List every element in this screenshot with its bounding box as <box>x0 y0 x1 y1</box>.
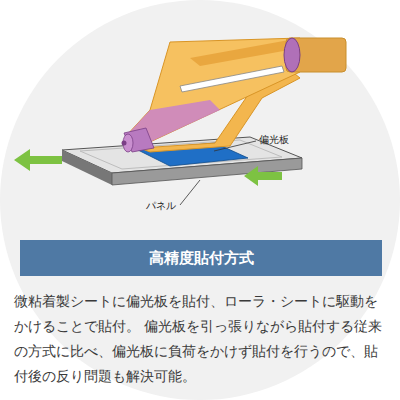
top-roller <box>284 38 346 72</box>
heading-text: 高精度貼付方式 <box>149 249 254 268</box>
part-label: パネル <box>146 199 176 213</box>
guide-plate <box>180 66 284 92</box>
feed-arrow <box>244 166 282 186</box>
part-label: 偏光板 <box>259 133 289 147</box>
bottom-roller <box>122 128 155 152</box>
leader-line <box>214 141 256 151</box>
caption-text: 微粘着製シートに偏光板を貼付、ローラ・シートに駆動をかけることで貼付。 偏光板を… <box>14 289 388 389</box>
heading-band: 高精度貼付方式 <box>20 240 382 276</box>
move-arrow <box>14 149 62 171</box>
sheet-belt <box>126 38 300 152</box>
leader-line <box>180 180 200 205</box>
